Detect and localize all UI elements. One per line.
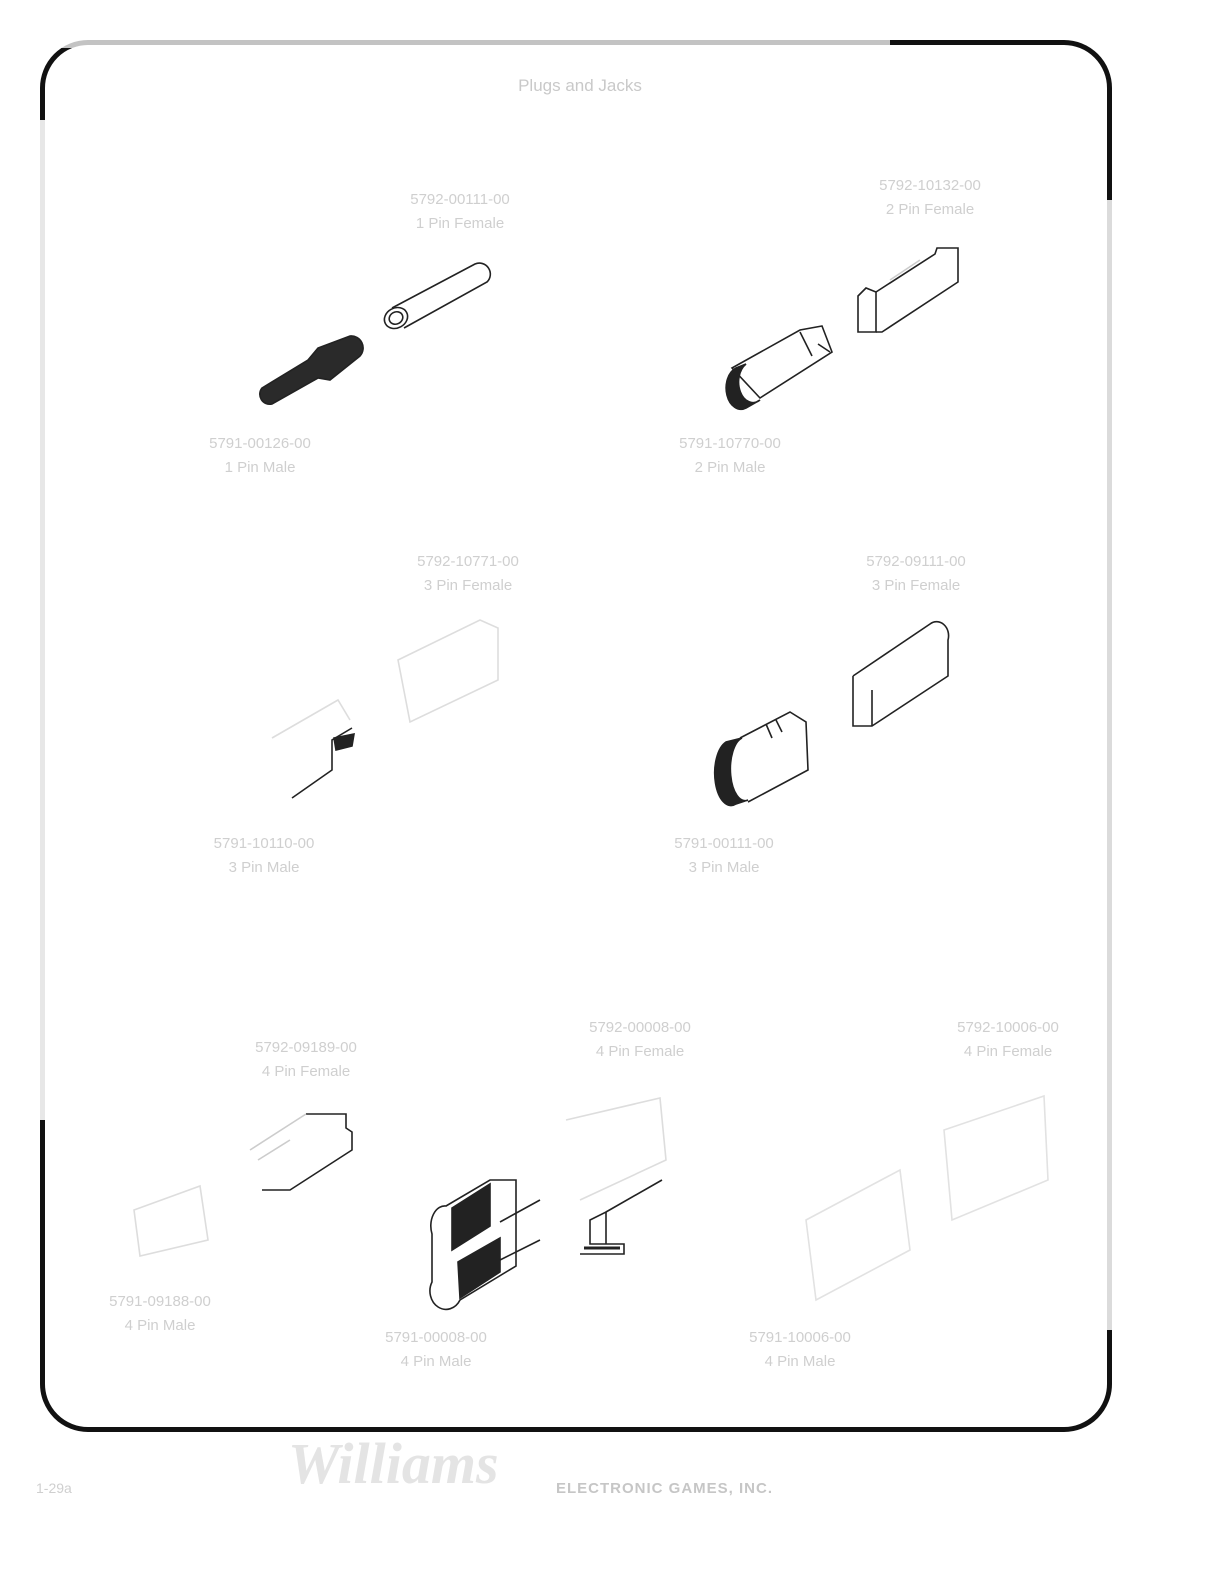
part-description: 2 Pin Male <box>694 459 766 476</box>
part-number: 5791-10110-00 <box>213 835 315 852</box>
part-number: 5792-00008-00 <box>589 1019 691 1036</box>
part-number: 5791-10770-00 <box>679 435 781 452</box>
part-label: 5792-00008-00 4 Pin Female <box>540 1016 740 1064</box>
part-description: 4 Pin Female <box>261 1063 351 1080</box>
part-drawing-3-pin-female-left <box>397 619 499 724</box>
part-drawing-3-pin-male-right <box>713 711 809 807</box>
part-drawing-3-pin-female-right <box>852 620 950 727</box>
part-drawing-2-pin-male <box>725 325 833 411</box>
part-description: 3 Pin Male <box>228 859 300 876</box>
part-number: 5792-10771-00 <box>417 553 519 570</box>
border-fade <box>60 34 890 48</box>
part-description: 4 Pin Male <box>764 1353 836 1370</box>
page-number: 1-29a <box>36 1480 72 1496</box>
part-number: 5791-00008-00 <box>385 1329 487 1346</box>
part-label: 5792-10132-00 2 Pin Female <box>830 174 1030 222</box>
part-drawing-4-pin-right <box>805 1094 1049 1302</box>
part-number: 5791-00111-00 <box>674 835 774 852</box>
part-description: 4 Pin Male <box>124 1317 196 1334</box>
part-drawing-1-pin-male <box>259 335 364 406</box>
part-description: 3 Pin Female <box>423 577 513 594</box>
part-drawing-2-pin-female <box>857 247 959 333</box>
part-description: 4 Pin Female <box>963 1043 1053 1060</box>
border-fade <box>1104 200 1118 1330</box>
part-description: 3 Pin Male <box>688 859 760 876</box>
part-number: 5792-09189-00 <box>255 1039 357 1056</box>
part-description: 2 Pin Female <box>885 201 975 218</box>
part-description: 1 Pin Male <box>224 459 296 476</box>
part-number: 5792-00111-00 <box>410 191 510 208</box>
part-description: 4 Pin Male <box>400 1353 472 1370</box>
part-drawing-4-pin-male-middle <box>429 1179 541 1311</box>
border-fade <box>34 120 48 1120</box>
part-label: 5792-09111-00 3 Pin Female <box>816 550 1016 598</box>
part-label: 5791-10006-00 4 Pin Male <box>700 1326 900 1374</box>
part-label: 5791-10110-00 3 Pin Male <box>164 832 364 880</box>
part-drawing-1-pin-female <box>383 262 492 330</box>
part-label: 5792-10006-00 4 Pin Female <box>908 1016 1108 1064</box>
company-name: ELECTRONIC GAMES, INC. <box>556 1480 774 1497</box>
part-number: 5791-10006-00 <box>749 1329 851 1346</box>
part-description: 4 Pin Female <box>595 1043 685 1060</box>
part-drawing-4-pin-female-left <box>249 1113 353 1191</box>
part-number: 5792-10132-00 <box>879 177 981 194</box>
part-number: 5792-09111-00 <box>866 553 966 570</box>
part-drawing-4-pin-female-middle <box>565 1097 667 1255</box>
part-label: 5791-10770-00 2 Pin Male <box>630 432 830 480</box>
part-label: 5792-00111-00 1 Pin Female <box>360 188 560 236</box>
part-label: 5792-10771-00 3 Pin Female <box>368 550 568 598</box>
part-label: 5791-09188-00 4 Pin Male <box>60 1290 260 1338</box>
part-number: 5791-00126-00 <box>209 435 311 452</box>
part-label: 5791-00008-00 4 Pin Male <box>336 1326 536 1374</box>
part-label: 5791-00126-00 1 Pin Male <box>160 432 360 480</box>
part-description: 1 Pin Female <box>415 215 505 232</box>
williams-logo: Williams <box>288 1431 499 1496</box>
part-label: 5791-00111-00 3 Pin Male <box>624 832 824 880</box>
part-number: 5791-09188-00 <box>109 1293 211 1310</box>
page-title: Plugs and Jacks <box>518 76 642 95</box>
part-label: 5792-09189-00 4 Pin Female <box>206 1036 406 1084</box>
part-drawing-4-pin-male-left <box>133 1184 209 1257</box>
part-description: 3 Pin Female <box>871 577 961 594</box>
part-drawing-3-pin-male-left <box>271 698 355 799</box>
part-number: 5792-10006-00 <box>957 1019 1059 1036</box>
